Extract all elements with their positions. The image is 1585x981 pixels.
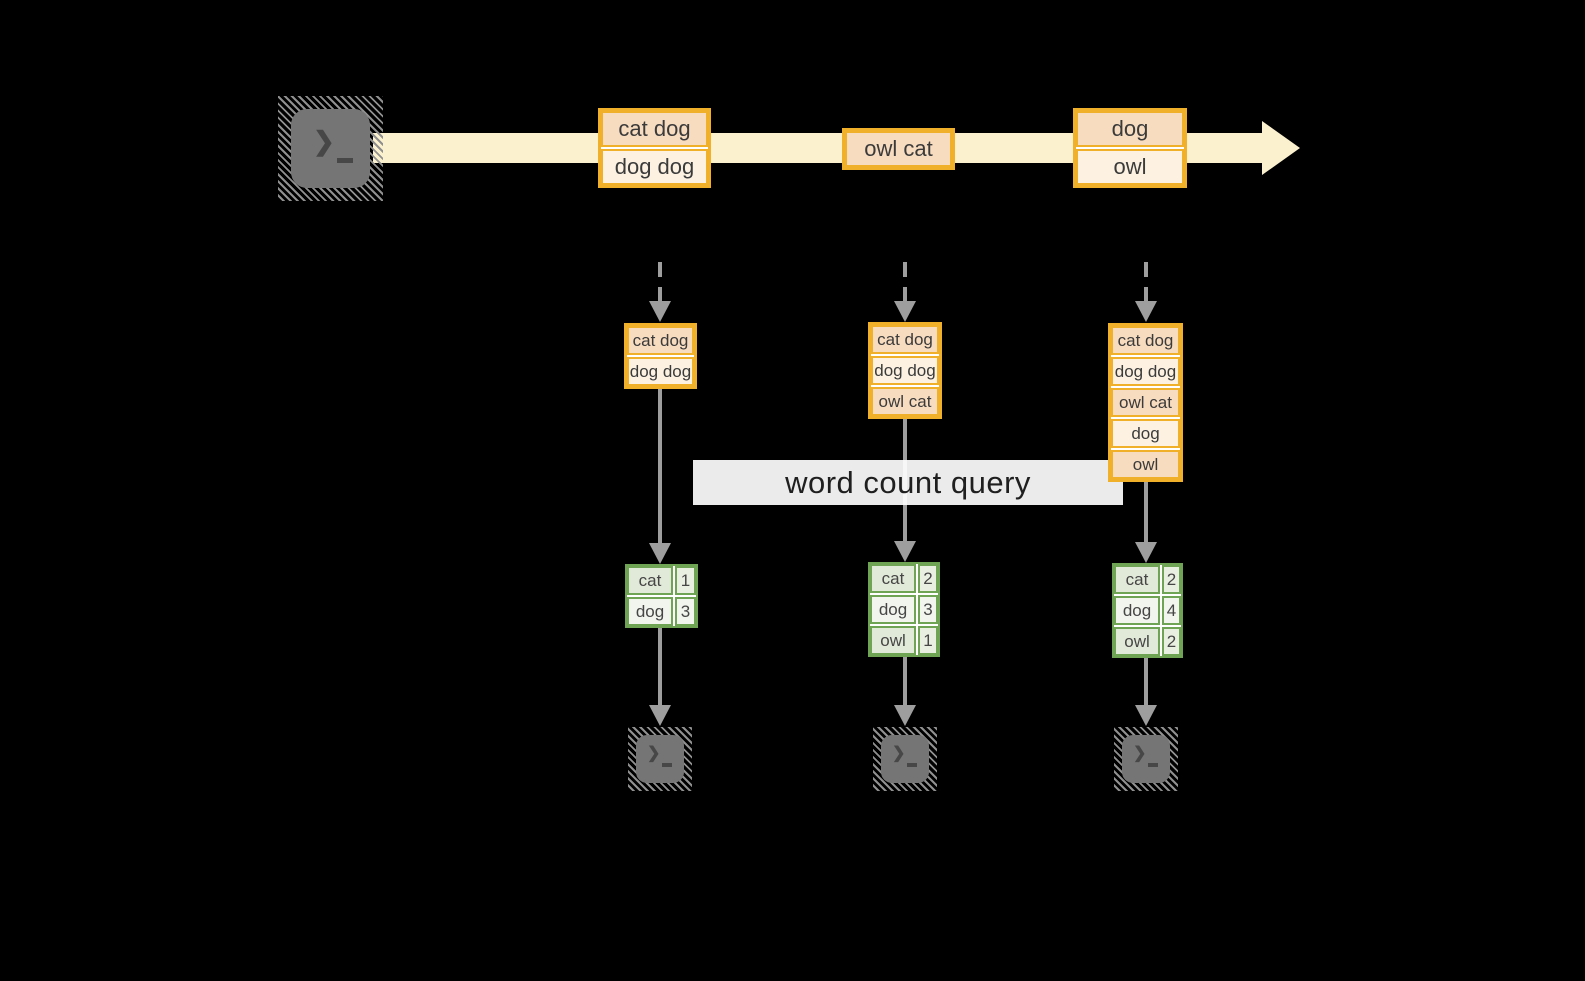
terminal-sink-icon-2: ❯ [873, 727, 937, 791]
table-row: owl 2 [1114, 627, 1181, 656]
table-row: dog 3 [627, 597, 696, 626]
record: owl [1111, 450, 1180, 479]
count-cell: 1 [918, 626, 938, 655]
query-label: word count query [693, 460, 1123, 505]
table-row: dog 4 [1114, 596, 1181, 625]
prompt-underscore-icon [1148, 763, 1158, 767]
word-cell: dog [1114, 596, 1160, 625]
state-to-result-arrowhead-2 [894, 541, 916, 562]
batch-dashed-arrowhead-1 [649, 301, 671, 322]
query-label-text: word count query [785, 464, 1031, 500]
prompt-chevron-icon: ❯ [313, 126, 335, 156]
record: dog dog [601, 149, 708, 185]
count-cell: 3 [918, 595, 938, 624]
word-cell: dog [870, 595, 916, 624]
stream-batch-3: dog owl [1073, 108, 1187, 188]
record: cat dog [871, 325, 939, 354]
record: cat dog [1111, 326, 1180, 355]
record: cat dog [601, 111, 708, 147]
count-cell: 2 [1162, 627, 1181, 656]
terminal-screen: ❯ [881, 735, 929, 783]
record: cat dog [627, 326, 694, 355]
prompt-chevron-icon: ❯ [647, 745, 661, 762]
terminal-screen: ❯ [636, 735, 684, 783]
result-table-1: cat 1 dog 3 [625, 564, 698, 628]
count-cell: 3 [675, 597, 696, 626]
word-cell: cat [1114, 565, 1160, 594]
state-stack-1: cat dog dog dog [624, 323, 697, 389]
terminal-sink-icon-1: ❯ [628, 727, 692, 791]
stream-batch-2: owl cat [842, 128, 955, 170]
word-cell: owl [1114, 627, 1160, 656]
count-cell: 2 [1162, 565, 1181, 594]
batch-dashed-arrowhead-2 [894, 301, 916, 322]
result-table-3: cat 2 dog 4 owl 2 [1112, 563, 1183, 658]
state-to-result-arrowhead-3 [1135, 542, 1157, 563]
prompt-underscore-icon [662, 763, 672, 767]
record: owl [1076, 149, 1184, 185]
terminal-sink-icon-3: ❯ [1114, 727, 1178, 791]
count-cell: 2 [918, 564, 938, 593]
word-cell: cat [870, 564, 916, 593]
result-to-sink-arrowhead-3 [1135, 705, 1157, 726]
count-cell: 1 [675, 566, 696, 595]
record: owl cat [845, 131, 952, 167]
record: dog [1111, 419, 1180, 448]
count-cell: 4 [1162, 596, 1181, 625]
prompt-underscore-icon [907, 763, 917, 767]
table-row: owl 1 [870, 626, 938, 655]
record: dog dog [627, 357, 694, 386]
result-to-sink-arrowhead-2 [894, 705, 916, 726]
record: dog dog [871, 356, 939, 385]
stream-batch-1: cat dog dog dog [598, 108, 711, 188]
state-stack-2: cat dog dog dog owl cat [868, 322, 942, 419]
result-to-sink-arrowhead-1 [649, 705, 671, 726]
table-row: cat 2 [870, 564, 938, 593]
prompt-chevron-icon: ❯ [1133, 745, 1147, 762]
table-row: dog 3 [870, 595, 938, 624]
prompt-chevron-icon: ❯ [892, 745, 906, 762]
record: dog [1076, 111, 1184, 147]
terminal-screen: ❯ [291, 109, 370, 188]
result-table-2: cat 2 dog 3 owl 1 [868, 562, 940, 657]
state-stack-3: cat dog dog dog owl cat dog owl [1108, 323, 1183, 482]
word-cell: cat [627, 566, 673, 595]
record: dog dog [1111, 357, 1180, 386]
table-row: cat 2 [1114, 565, 1181, 594]
terminal-source-icon: ❯ [278, 96, 383, 201]
prompt-underscore-icon [337, 158, 353, 163]
batch-dashed-arrowhead-3 [1135, 301, 1157, 322]
word-cell: owl [870, 626, 916, 655]
terminal-screen: ❯ [1122, 735, 1170, 783]
word-cell: dog [627, 597, 673, 626]
record: owl cat [1111, 388, 1180, 417]
record: owl cat [871, 387, 939, 416]
state-to-result-arrowhead-1 [649, 543, 671, 564]
table-row: cat 1 [627, 566, 696, 595]
